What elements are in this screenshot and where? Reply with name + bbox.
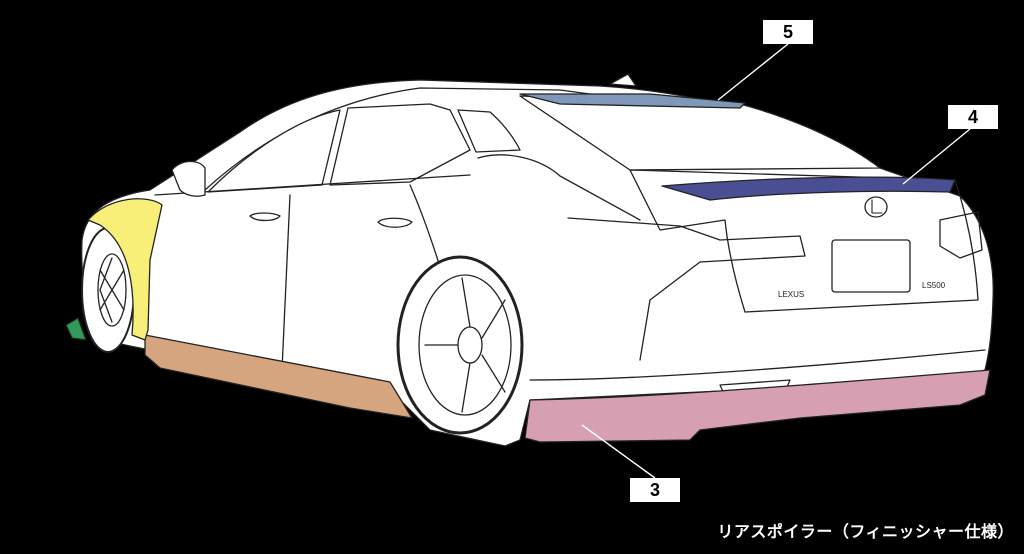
- callout-label-3: 3: [630, 478, 680, 502]
- rear-wheel: [396, 255, 524, 435]
- quarter-window: [457, 109, 521, 153]
- door-handle-rear: [377, 217, 413, 228]
- shark-fin-antenna: [609, 73, 637, 87]
- callout-label-4: 4: [948, 105, 998, 129]
- side-window-front: [207, 109, 341, 193]
- leader-line-4: [902, 128, 971, 185]
- callout-label-5: 5: [763, 20, 813, 44]
- door-handle-front: [249, 212, 281, 222]
- side-window-rear: [329, 103, 471, 186]
- tail-light-left: [567, 217, 806, 361]
- rear-roof-spoiler-part: [519, 93, 746, 109]
- tail-light-right: [939, 211, 983, 259]
- front-wheel: [81, 227, 135, 353]
- side-mirror: [171, 160, 206, 197]
- rear-window: [519, 95, 881, 171]
- lexus-emblem: [864, 196, 888, 218]
- rear-bumper-spoiler-part: [524, 369, 991, 443]
- leader-line-3: [581, 424, 656, 479]
- beltline: [154, 174, 471, 196]
- front-fender-part: [87, 198, 163, 341]
- door-line-front: [281, 194, 291, 371]
- side-skirt-part: [144, 334, 413, 419]
- c-pillar: [477, 154, 641, 221]
- license-plate: [831, 239, 911, 293]
- trunk-lid: [629, 169, 979, 313]
- leader-line-5: [717, 43, 789, 101]
- rear-bumper-line: [529, 349, 986, 381]
- caption-text: リアスポイラー（フィニッシャー仕様）: [717, 522, 1014, 541]
- front-lip-part: [65, 317, 87, 341]
- trunk-spoiler-part: [661, 176, 956, 201]
